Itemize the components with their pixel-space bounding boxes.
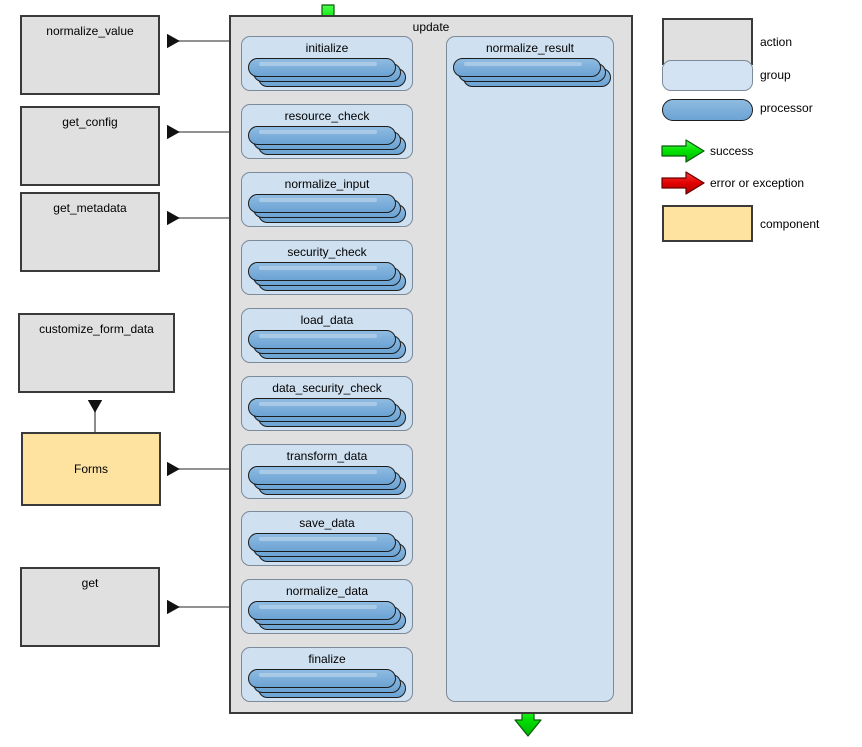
processor-stack[interactable] [248, 669, 408, 699]
group-label: finalize [308, 652, 346, 666]
group-initialize[interactable]: initialize [241, 36, 413, 91]
group-normalize-input[interactable]: normalize_input [241, 172, 413, 227]
action-get-metadata[interactable]: get_metadata [20, 192, 160, 272]
group-resource-check[interactable]: resource_check [241, 104, 413, 159]
group-label: resource_check [284, 109, 370, 123]
group-save-data[interactable]: save_data [241, 511, 413, 566]
action-normalize-value[interactable]: normalize_value [20, 15, 160, 95]
legend-swatch-component [662, 205, 753, 242]
group-label: data_security_check [272, 381, 382, 395]
action-label: get_config [62, 115, 118, 129]
group-label: initialize [305, 41, 349, 55]
legend-label-processor: processor [760, 101, 813, 115]
processor[interactable] [248, 398, 396, 417]
processor[interactable] [453, 58, 601, 77]
legend-label-success: success [710, 144, 754, 158]
action-get-config[interactable]: get_config [20, 106, 160, 186]
processor[interactable] [248, 58, 396, 77]
processor-stack[interactable] [248, 398, 408, 428]
processor-stack[interactable] [248, 58, 408, 88]
action-label: get_metadata [53, 201, 127, 215]
group-normalize-result[interactable]: normalize_result [446, 36, 614, 702]
component-forms[interactable]: Forms [21, 432, 161, 506]
processor[interactable] [248, 466, 396, 485]
action-get[interactable]: get [20, 567, 160, 647]
processor-stack[interactable] [248, 601, 408, 631]
legend-swatch-processor [662, 99, 753, 121]
action-label: normalize_value [46, 24, 134, 38]
group-label: transform_data [286, 449, 368, 463]
legend-swatch-group [662, 60, 753, 91]
group-label: security_check [287, 245, 367, 259]
group-label: normalize_data [285, 584, 369, 598]
group-normalize-data[interactable]: normalize_data [241, 579, 413, 634]
group-finalize[interactable]: finalize [241, 647, 413, 702]
processor-stack[interactable] [248, 262, 408, 292]
processor[interactable] [248, 669, 396, 688]
legend-swatch-success-arrow [661, 139, 705, 163]
processor[interactable] [248, 330, 396, 349]
processor-stack[interactable] [248, 533, 408, 563]
processor[interactable] [248, 262, 396, 281]
processor-stack[interactable] [248, 466, 408, 496]
action-label: get [81, 576, 99, 590]
group-label: normalize_input [284, 177, 370, 191]
group-data-security-check[interactable]: data_security_check [241, 376, 413, 431]
group-security-check[interactable]: security_check [241, 240, 413, 295]
group-load-data[interactable]: load_data [241, 308, 413, 363]
group-label: normalize_result [485, 41, 575, 55]
group-transform-data[interactable]: transform_data [241, 444, 413, 499]
processor[interactable] [248, 194, 396, 213]
group-label: load_data [300, 313, 354, 327]
legend-label-action: action [760, 35, 793, 49]
legend-label-group: group [760, 68, 791, 82]
legend-swatch-error-arrow [661, 171, 705, 195]
processor-stack[interactable] [248, 330, 408, 360]
processor[interactable] [248, 601, 396, 620]
legend-label-component: component [760, 217, 820, 231]
group-label: save_data [299, 516, 355, 530]
processor-stack[interactable] [248, 126, 408, 156]
processor-stack[interactable] [248, 194, 408, 224]
action-label: customize_form_data [39, 322, 154, 336]
component-label: Forms [74, 462, 108, 476]
action-customize-form-data[interactable]: customize_form_data [18, 313, 175, 393]
processor[interactable] [248, 533, 396, 552]
processor[interactable] [248, 126, 396, 145]
processor-stack[interactable] [453, 58, 613, 88]
update-container-title: update [412, 20, 450, 34]
legend-swatch-action [662, 18, 753, 65]
legend-label-error: error or exception [710, 176, 805, 190]
